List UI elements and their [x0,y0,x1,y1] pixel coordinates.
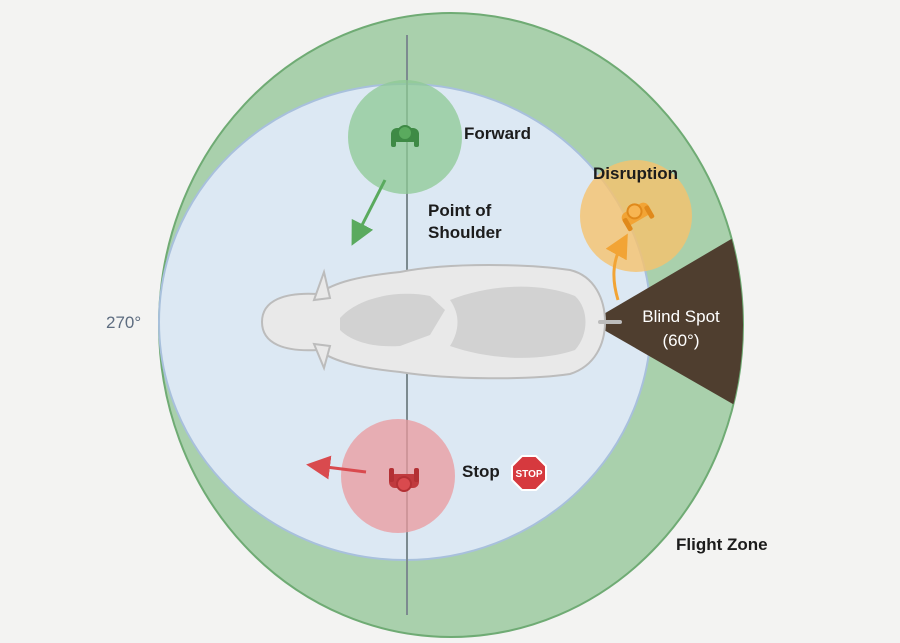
flight-zone-label: Flight Zone [676,535,768,554]
point-of-shoulder-line1: Point of [428,201,492,220]
forward-arrow [351,179,387,246]
disruption-person-icon [621,202,655,232]
cow-shoulder-patch [340,293,445,347]
stop-label: Stop [462,462,500,481]
forward-label: Forward [464,124,532,143]
cow-hip-patch [450,286,586,358]
disruption-arrow [605,233,628,301]
disruption-label: Disruption [593,164,678,183]
forward-person-icon [391,125,419,147]
point-of-shoulder-line2: Shoulder [428,223,502,242]
blind-spot-line2: (60°) [662,331,700,350]
stop-arrow [306,455,367,480]
stop-person-icon [389,468,419,492]
point-of-shoulder-label: Point of Shoulder [428,200,502,244]
stop-sign-icon: STOP [511,455,547,491]
cow-top-view [260,264,622,380]
angle-270-label: 270° [106,313,142,332]
cow-left-ear [312,268,332,302]
blind-spot-line1: Blind Spot [642,307,720,326]
blind-spot-label: Blind Spot (60°) [626,305,736,353]
cow-right-ear [312,342,332,372]
stop-sign-text: STOP [515,469,542,480]
